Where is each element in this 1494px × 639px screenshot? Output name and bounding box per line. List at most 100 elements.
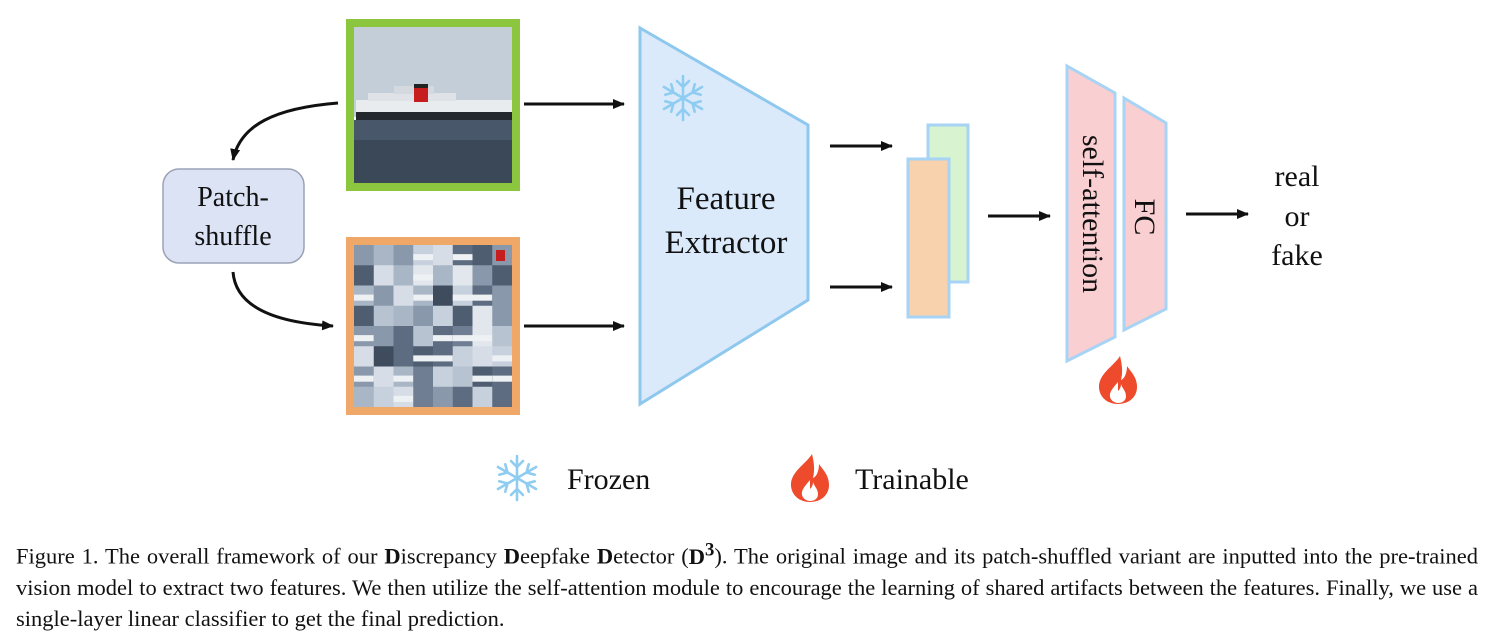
legend-trainable-label: Trainable	[855, 463, 969, 496]
image-patch	[452, 305, 473, 327]
output-fake: fake	[1271, 239, 1323, 272]
image-patch	[354, 346, 375, 367]
figure-caption: Figure 1. The overall framework of our D…	[16, 534, 1478, 634]
image-patch	[373, 326, 394, 347]
image-patch	[492, 326, 513, 347]
image-patch	[413, 326, 434, 347]
image-patch	[433, 386, 454, 408]
image-patch	[472, 305, 493, 327]
image-patch	[472, 265, 493, 286]
legend-snowflake-icon	[493, 454, 541, 502]
image-patch	[492, 285, 513, 307]
image-patch	[433, 366, 454, 388]
flame-icon	[1098, 356, 1137, 404]
ship-fragment	[433, 335, 453, 342]
image-patch	[373, 366, 394, 388]
image-patch	[472, 386, 493, 408]
patch-shuffle-block: Patch- shuffle	[162, 168, 305, 264]
ship-fragment	[354, 335, 374, 342]
image-patch	[413, 366, 434, 388]
ship-fragment	[452, 254, 473, 261]
image-patch	[413, 305, 434, 327]
framework-diagram: Patch- shuffle Feature Extractor self-at…	[162, 19, 1323, 502]
image-patch	[433, 285, 454, 307]
original-image	[346, 19, 520, 191]
image-patch	[373, 245, 394, 266]
ship-fragment	[472, 335, 493, 342]
output-or: or	[1285, 200, 1310, 233]
image-patch	[373, 305, 394, 327]
image-patch	[373, 265, 394, 286]
ship-fragment	[413, 274, 433, 281]
image-patch	[472, 346, 493, 367]
caption-abbr-d: D	[688, 543, 705, 569]
image-patch	[452, 346, 473, 367]
image-patch	[393, 245, 414, 266]
image-patch	[393, 265, 414, 286]
feature-extractor-label-line1: Feature	[677, 181, 776, 217]
ship-fragment	[472, 294, 493, 301]
caption-bold-d1: D	[384, 543, 401, 569]
legend: Frozen Trainable	[493, 454, 969, 502]
image-patch	[393, 305, 414, 327]
feature-maps	[906, 123, 970, 319]
feature-extractor-label-line2: Extractor	[665, 225, 788, 261]
caption-abbreviation: D3	[688, 539, 715, 569]
feature-extractor-block: Feature Extractor	[638, 25, 810, 407]
image-patch	[433, 305, 454, 327]
legend-flame-icon	[790, 454, 829, 502]
arrow-original-to-shuffle	[230, 101, 339, 161]
fc-label: FC	[1128, 199, 1161, 236]
self-attention-block: self-attention	[1065, 63, 1117, 364]
patch-shuffle-label-line1: Patch-	[197, 182, 269, 213]
ship-fragment	[393, 395, 414, 402]
self-attention-label: self-attention	[1076, 135, 1109, 293]
image-patch	[433, 245, 454, 266]
image-patch	[492, 265, 513, 286]
ship-fragment	[452, 335, 473, 342]
legend-frozen-label: Frozen	[567, 463, 650, 496]
ship-fragment	[393, 375, 414, 382]
image-patch	[452, 265, 473, 286]
image-patch	[452, 386, 473, 408]
image-patch	[492, 305, 513, 327]
ship-fragment	[354, 375, 374, 382]
caption-word-deepfake: eepfake	[520, 543, 597, 569]
image-patch	[492, 386, 513, 408]
ship-fragment	[433, 355, 453, 362]
image-patch	[393, 346, 414, 367]
ship-fragment	[492, 355, 512, 362]
caption-word-discrepancy: iscrepancy	[400, 543, 504, 569]
shuffled-image	[346, 237, 520, 415]
image-patch	[452, 366, 473, 388]
ship-fragment	[413, 355, 433, 362]
ship-fragment	[413, 254, 433, 261]
caption-bold-d3: D	[596, 543, 614, 569]
patch-shuffle-label-line2: shuffle	[194, 221, 271, 252]
image-patch	[354, 305, 375, 327]
image-patch	[393, 326, 414, 347]
image-patch	[373, 346, 394, 367]
image-patch	[354, 386, 375, 408]
output-label: real or fake	[1271, 160, 1323, 272]
image-patch	[393, 285, 414, 307]
caption-suffix: ). The original image and its patch-shuf…	[16, 543, 1478, 631]
output-real: real	[1275, 160, 1320, 193]
arrow-shuffle-to-shuffled-image	[231, 271, 334, 331]
caption-abbr-sup: 3	[704, 539, 715, 560]
ship-fragment	[452, 294, 473, 301]
image-patch	[354, 265, 375, 286]
ship-fragment	[472, 375, 493, 382]
caption-word-detector: etector (	[613, 543, 689, 569]
ship-fragment	[354, 294, 374, 301]
image-patch	[472, 245, 493, 266]
fc-block: FC	[1122, 95, 1168, 333]
image-patch	[433, 265, 454, 286]
image-patch	[373, 285, 394, 307]
image-patch	[413, 386, 434, 408]
caption-bold-d2: D	[503, 543, 521, 569]
image-patch	[373, 386, 394, 408]
caption-prefix: Figure 1. The overall framework of our	[16, 543, 385, 569]
funnel-fragment	[496, 250, 505, 261]
image-patch	[354, 245, 375, 266]
